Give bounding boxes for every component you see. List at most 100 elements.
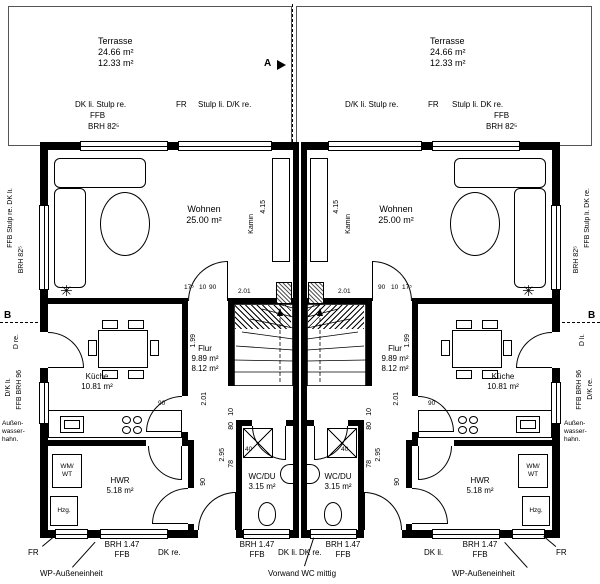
stove [456, 414, 480, 436]
room-area: 5.18 m² [466, 486, 494, 495]
room-area: 3.15 m² [324, 482, 352, 491]
sofa [54, 188, 86, 288]
dim-label: 10 [366, 408, 373, 416]
room-label-kamin-right: Kamin [345, 214, 352, 234]
ffb-label: FFB [472, 550, 488, 559]
window-annotation: BRH 82⁵ [486, 122, 518, 131]
dim-label: 90 [394, 478, 401, 486]
door-leaf [372, 261, 373, 301]
room-label-wc-right: WC/DU 3.15 m² [314, 472, 362, 492]
stair-section-hatch [308, 305, 364, 329]
wall-segment [422, 142, 432, 150]
chair [456, 320, 472, 329]
door-arc [188, 261, 228, 301]
outdoor-tap-label: Außen- wasser- hahn. [564, 420, 587, 443]
window-annotation-group: BRH 1.47 FFB [100, 540, 144, 560]
door-arc [418, 446, 452, 480]
door-leaf [146, 431, 182, 432]
side-door-arc [516, 332, 552, 368]
window-annotation: FFB [90, 111, 106, 120]
stove-burner [133, 426, 142, 434]
brh-label: BRH 1.47 [325, 540, 361, 549]
room-label-flur-left: Flur 9.89 m² 8.12 m² [182, 344, 228, 374]
brh-label: BRH 1.47 [239, 540, 275, 549]
wall-segment [552, 424, 560, 538]
door-annotation: D li. [579, 334, 586, 347]
brh-label: BRH 1.47 [462, 540, 498, 549]
room-name: HWR [110, 476, 130, 485]
chimney-block-left [276, 282, 292, 304]
room-label-kamin-left: Kamin [248, 214, 255, 234]
room-name: Küche [491, 372, 515, 381]
wall-segment [552, 142, 560, 205]
stove-burner [122, 426, 131, 434]
window-annotation: DK li. Stulp re. [75, 100, 127, 109]
dim-label: 90 [209, 284, 217, 291]
dim-label: 90 [200, 478, 207, 486]
dim-label: 2.95 [375, 448, 382, 462]
section-marker-b-right: B [588, 310, 596, 321]
dim-label: 90 [158, 400, 166, 407]
window [432, 529, 500, 539]
window [512, 529, 545, 539]
room-name: Flur [388, 344, 402, 353]
sideboard [272, 158, 290, 262]
wall-segment [236, 420, 252, 426]
wall-segment [307, 420, 314, 426]
window-annotation: BRH 82⁵ [573, 246, 580, 274]
party-wall-joint [299, 142, 301, 538]
wall-segment [188, 524, 194, 530]
ffb-label: FFB [335, 550, 351, 559]
ffb-label: FFB [249, 550, 265, 559]
window [80, 141, 168, 151]
chair [102, 320, 118, 329]
room-area: 8.12 m² [381, 364, 409, 373]
section-marker-b-left: B [4, 310, 12, 321]
heater-unit: Hzg. [50, 496, 78, 526]
dim-label: 1.99 [190, 334, 197, 348]
room-name: WC/DU [248, 472, 276, 481]
section-marker-a: A [264, 58, 272, 69]
wall-segment [406, 446, 412, 488]
room-label-wohnen-left: Wohnen 25.00 m² [172, 204, 236, 226]
washer-dryer: WM/ WT [518, 454, 548, 488]
ffb-label: FFB [114, 550, 130, 559]
window-annotation: BRH 82⁵ [18, 246, 25, 274]
terrace-area2: 12.33 m² [430, 58, 466, 68]
window-annotation: DK li. [278, 548, 298, 557]
wall-segment [307, 298, 372, 304]
chair [128, 320, 144, 329]
window-annotation: FR [556, 548, 567, 557]
stove-burner [469, 416, 478, 424]
sofa [514, 188, 546, 288]
wall-segment [48, 298, 182, 304]
door-leaf [285, 426, 286, 460]
dim-label: 80 [366, 422, 373, 430]
dim-label: 40 [341, 446, 349, 453]
room-area: 8.12 m² [191, 364, 219, 373]
wall-segment [406, 524, 412, 530]
room-area: 10.81 m² [81, 382, 113, 391]
door-leaf [418, 431, 454, 432]
stove [120, 414, 144, 436]
room-area: 3.15 m² [248, 482, 276, 491]
coffee-table [100, 192, 150, 256]
room-area: 9.89 m² [191, 354, 219, 363]
wall-segment [454, 440, 552, 446]
heat-pump-label: WP-Außeneinheit [452, 569, 515, 578]
door-arc [418, 396, 454, 432]
window [178, 141, 272, 151]
brh-label: BRH 1.47 [104, 540, 140, 549]
chair [482, 320, 498, 329]
terrace-name: Terrasse [430, 36, 465, 46]
chimney-block-right [308, 282, 324, 304]
window-annotation: FFB BRH 96 [576, 370, 583, 410]
door-leaf [48, 367, 84, 368]
wall-segment [188, 446, 194, 488]
wall-segment [412, 432, 418, 446]
dining-table [452, 330, 502, 368]
terrace-area2: 12.33 m² [98, 58, 134, 68]
heat-pump-label: WP-Außeneinheit [40, 569, 103, 578]
dim-label: 1.99 [404, 334, 411, 348]
room-name: Wohnen [379, 204, 413, 214]
